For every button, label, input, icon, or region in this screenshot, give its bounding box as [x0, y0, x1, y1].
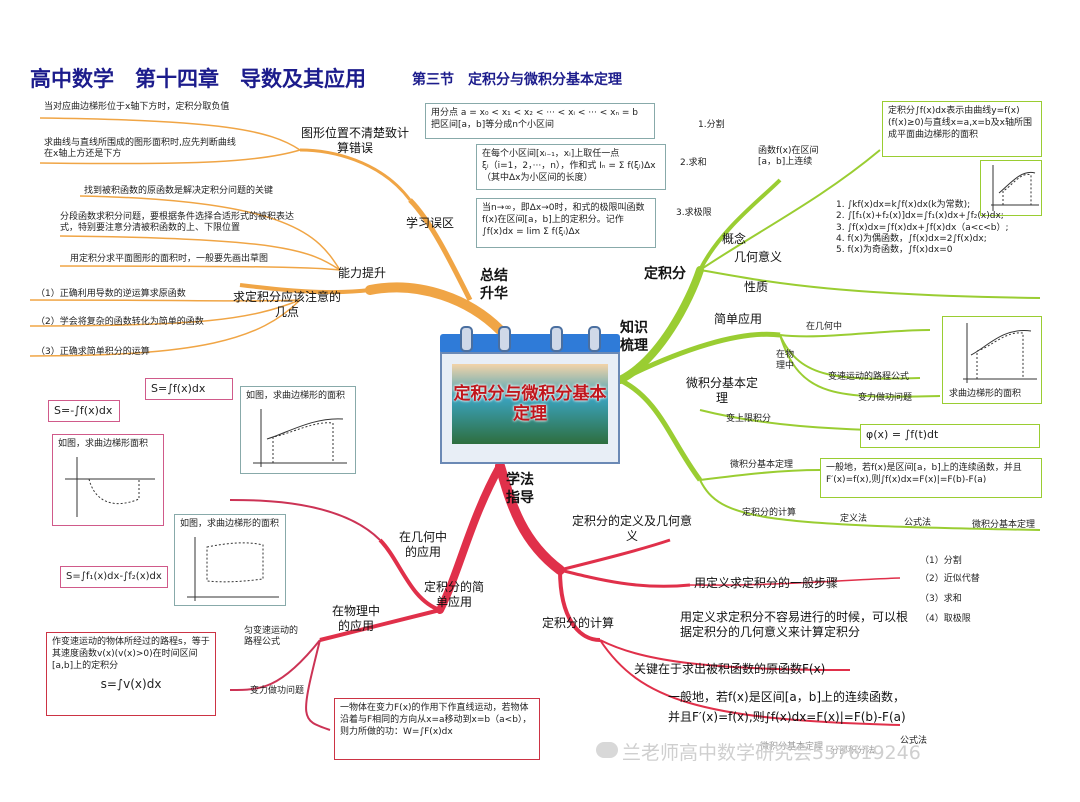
node-motion: 匀变速运动的路程公式 — [244, 626, 304, 649]
node-force: 变力做功问题 — [250, 686, 304, 697]
note-continuous: 函数f(x)在区间[a，b]上连续 — [758, 146, 834, 169]
node-ability: 能力提升 — [338, 266, 386, 281]
note-judge-position: 求曲线与直线所围成的图形面积时,应先判断曲线在x轴上方还是下方 — [44, 138, 244, 161]
sum-line-2: ξᵢ（i=1，2，···，n），作和式 Iₙ = Σ f(ξᵢ)Δx — [482, 160, 660, 172]
note-piecewise: 分段函数求积分问题，要根据条件选择合适形式的被积表达式，特别要注意分清被积函数的… — [60, 212, 300, 235]
node-formula-method: 公式法 — [904, 518, 931, 529]
calendar-body: 定积分与微积分基本定理 — [440, 352, 620, 464]
node-in-geometry: 在几何中 — [806, 322, 842, 333]
caption-3: 如图，求曲边梯形的面积 — [180, 518, 280, 530]
motion-text: 作变速运动的物体所经过的路程s，等于其速度函数v(x)(v(x)>0)在时间区间… — [52, 636, 210, 672]
property-item: 1. ∫kf(x)dx=k∫f(x)dx(k为常数); — [836, 200, 1009, 211]
note-draw-sketch: 用定积分求平面图形的面积时，一般要先画出草图 — [70, 254, 268, 265]
property-item: 5. f(x)为奇函数，∫f(x)dx=0 — [836, 245, 1009, 256]
node-mistakes: 学习误区 — [406, 216, 454, 231]
node-concept: 概念 — [722, 232, 746, 247]
node-variable-motion: 变速运动的路程公式 — [828, 372, 909, 383]
property-list: 1. ∫kf(x)dx=k∫f(x)dx(k为常数); 2. ∫[f₁(x)+f… — [836, 200, 1009, 256]
method-fundamental-line-1: 一般地，若f(x)是区间[a，b]上的连续函数， — [668, 690, 905, 705]
property-item: 2. ∫[f₁(x)+f₂(x)]dx=∫f₁(x)dx+∫f₂(x)dx; — [836, 211, 1009, 222]
node-graphic-position: 图形位置不清楚致计算错误 — [300, 126, 410, 156]
node-in-geometry: 在几何中的应用 — [398, 530, 448, 560]
branch-summary: 总结升华 — [480, 268, 514, 303]
box-force: 一物体在变力F(x)的作用下作直线运动，若物体沿着与F相同的方向从x=a移动到x… — [334, 698, 540, 760]
branch-method: 学法指导 — [506, 472, 540, 507]
area-graph-icon — [943, 317, 1041, 387]
sum-line-3: （其中Δx为小区间的长度） — [482, 172, 660, 184]
wechat-icon — [596, 742, 618, 758]
property-item: 3. ∫f(x)dx=∫f(x)dx+∫f(x)dx（a<c<b）; — [836, 223, 1009, 234]
calendar-ring-icon — [588, 326, 601, 352]
area-graph-icon — [55, 453, 161, 523]
node-definite-integral: 定积分 — [644, 266, 686, 284]
method-fundamental-line-2: 并且F′(x)=f(x),则∫f(x)dx=F(x)|=F(b)-F(a) — [668, 710, 906, 725]
node-fundamental-method: 微积分基本定理 — [972, 520, 1035, 531]
label-sum: 2.求和 — [680, 158, 707, 169]
attention-item-3: （3）正确求简单积分的运算 — [36, 347, 150, 358]
node-general-steps: 用定义求定积分的一般步骤 — [694, 576, 838, 591]
attention-item-1: （1）正确利用导数的逆运算求原函数 — [36, 289, 186, 300]
box-split: 用分点 a = x₀ < x₁ < x₂ < ··· < xᵢ < ··· < … — [425, 103, 655, 139]
area-caption: 求曲边梯形的面积 — [949, 389, 1021, 400]
node-fundamental: 微积分基本定理 — [730, 460, 793, 471]
area-graph-icon — [243, 405, 353, 471]
node-geometric-meaning: 几何意义 — [734, 250, 782, 265]
note-find-antiderivative: 找到被积函数的原函数是解决定积分问题的关键 — [84, 186, 273, 197]
node-upper-limit: 变上限积分 — [726, 414, 771, 425]
node-calc: 定积分的计算 — [542, 616, 614, 631]
caption-1: 如图，求曲边梯形的面积 — [246, 390, 350, 402]
node-definition-geometry: 定积分的定义及几何意义 — [572, 514, 692, 544]
step-item: （3）求和 — [920, 594, 962, 605]
label-split: 1.分割 — [698, 120, 725, 131]
attention-item-2: （2）学会将复杂的函数转化为简单的函数 — [36, 317, 204, 328]
node-calculus-theorem: 微积分基本定理 — [686, 376, 758, 406]
node-property: 性质 — [744, 280, 768, 295]
fundamental-line-1: 一般地，若f(x)是区间[a，b]上的连续函数，并且 — [826, 462, 1036, 474]
calendar-ring-icon — [460, 326, 473, 352]
chapter-title: 高中数学 第十四章 导数及其应用 — [30, 66, 366, 92]
node-in-physics: 在物理中 — [776, 350, 802, 373]
formula-area-3: S=∫f₁(x)dx-∫f₂(x)dx — [60, 566, 168, 588]
box-fundamental: 一般地，若f(x)是区间[a，b]上的连续函数，并且 F′(x)=f(x),则∫… — [820, 458, 1042, 498]
node-in-physics: 在物理中的应用 — [332, 604, 380, 634]
motion-formula: s=∫v(x)dx — [52, 676, 210, 692]
center-calendar: 定积分与微积分基本定理 — [440, 326, 620, 466]
node-variable-force: 变力做功问题 — [858, 393, 912, 404]
formula-area-2: S=-∫f(x)dx — [48, 400, 120, 422]
note-negative-area: 当对应曲边梯形位于x轴下方时，定积分取负值 — [44, 102, 229, 113]
step-item: （2）近似代替 — [920, 574, 980, 585]
graph-box-1: 如图，求曲边梯形的面积 — [240, 386, 356, 474]
box-limit: 当n→∞，即Δx→0时，和式的极限叫函数f(x)在区间[a，b]上的定积分。记作… — [476, 198, 656, 248]
graph-box-3: 如图，求曲边梯形的面积 — [174, 514, 286, 606]
node-calculation: 定积分的计算 — [742, 508, 796, 519]
box-upper-formula: φ(x) = ∫f(t)dt — [860, 424, 1040, 448]
step-item: （4）取极限 — [920, 614, 971, 625]
area-graph-icon — [177, 533, 283, 603]
box-sum: 在每个小区间[xᵢ₋₁，xᵢ]上取任一点 ξᵢ（i=1，2，···，n），作和式… — [476, 144, 666, 190]
section-title: 第三节 定积分与微积分基本定理 — [412, 72, 622, 90]
fundamental-line-2: F′(x)=f(x),则∫f(x)dx=F(x)|=F(b)-F(a) — [826, 474, 1036, 486]
label-limit: 3.求极限 — [676, 208, 712, 219]
box-geometric-meaning: 定积分∫f(x)dx表示由曲线y=f(x)(f(x)≥0)与直线x=a,x=b及… — [882, 101, 1042, 157]
calendar-ring-icon — [550, 326, 563, 352]
node-simple-application: 定积分的简单应用 — [420, 580, 488, 610]
box-motion: 作变速运动的物体所经过的路程s，等于其速度函数v(x)(v(x)>0)在时间区间… — [46, 632, 216, 716]
graph-area-caption-box: 求曲边梯形的面积 — [942, 316, 1042, 404]
node-not-easy: 用定义求定积分不容易进行的时候，可以根据定积分的几何意义来计算定积分 — [680, 610, 910, 640]
step-item: （1）分割 — [920, 556, 962, 567]
caption-2: 如图，求曲边梯形面积 — [58, 438, 158, 450]
node-key: 关键在于求出被积函数的原函数F(x) — [634, 662, 825, 677]
branch-knowledge: 知识梳理 — [620, 320, 654, 355]
watermark: 兰老师高中数学研究会557619246 — [622, 738, 921, 765]
formula-area-1: S=∫f(x)dx — [145, 378, 233, 400]
node-attention: 求定积分应该注意的几点 — [232, 290, 342, 320]
sum-line-1: 在每个小区间[xᵢ₋₁，xᵢ]上取任一点 — [482, 148, 660, 160]
node-simple-application: 简单应用 — [714, 312, 762, 327]
graph-box-2: 如图，求曲边梯形面积 — [52, 434, 164, 526]
node-definition-method: 定义法 — [840, 514, 867, 525]
calendar-ring-icon — [498, 326, 511, 352]
property-item: 4. f(x)为偶函数，∫f(x)dx=2∫f(x)dx; — [836, 234, 1009, 245]
center-title: 定积分与微积分基本定理 — [452, 384, 608, 425]
